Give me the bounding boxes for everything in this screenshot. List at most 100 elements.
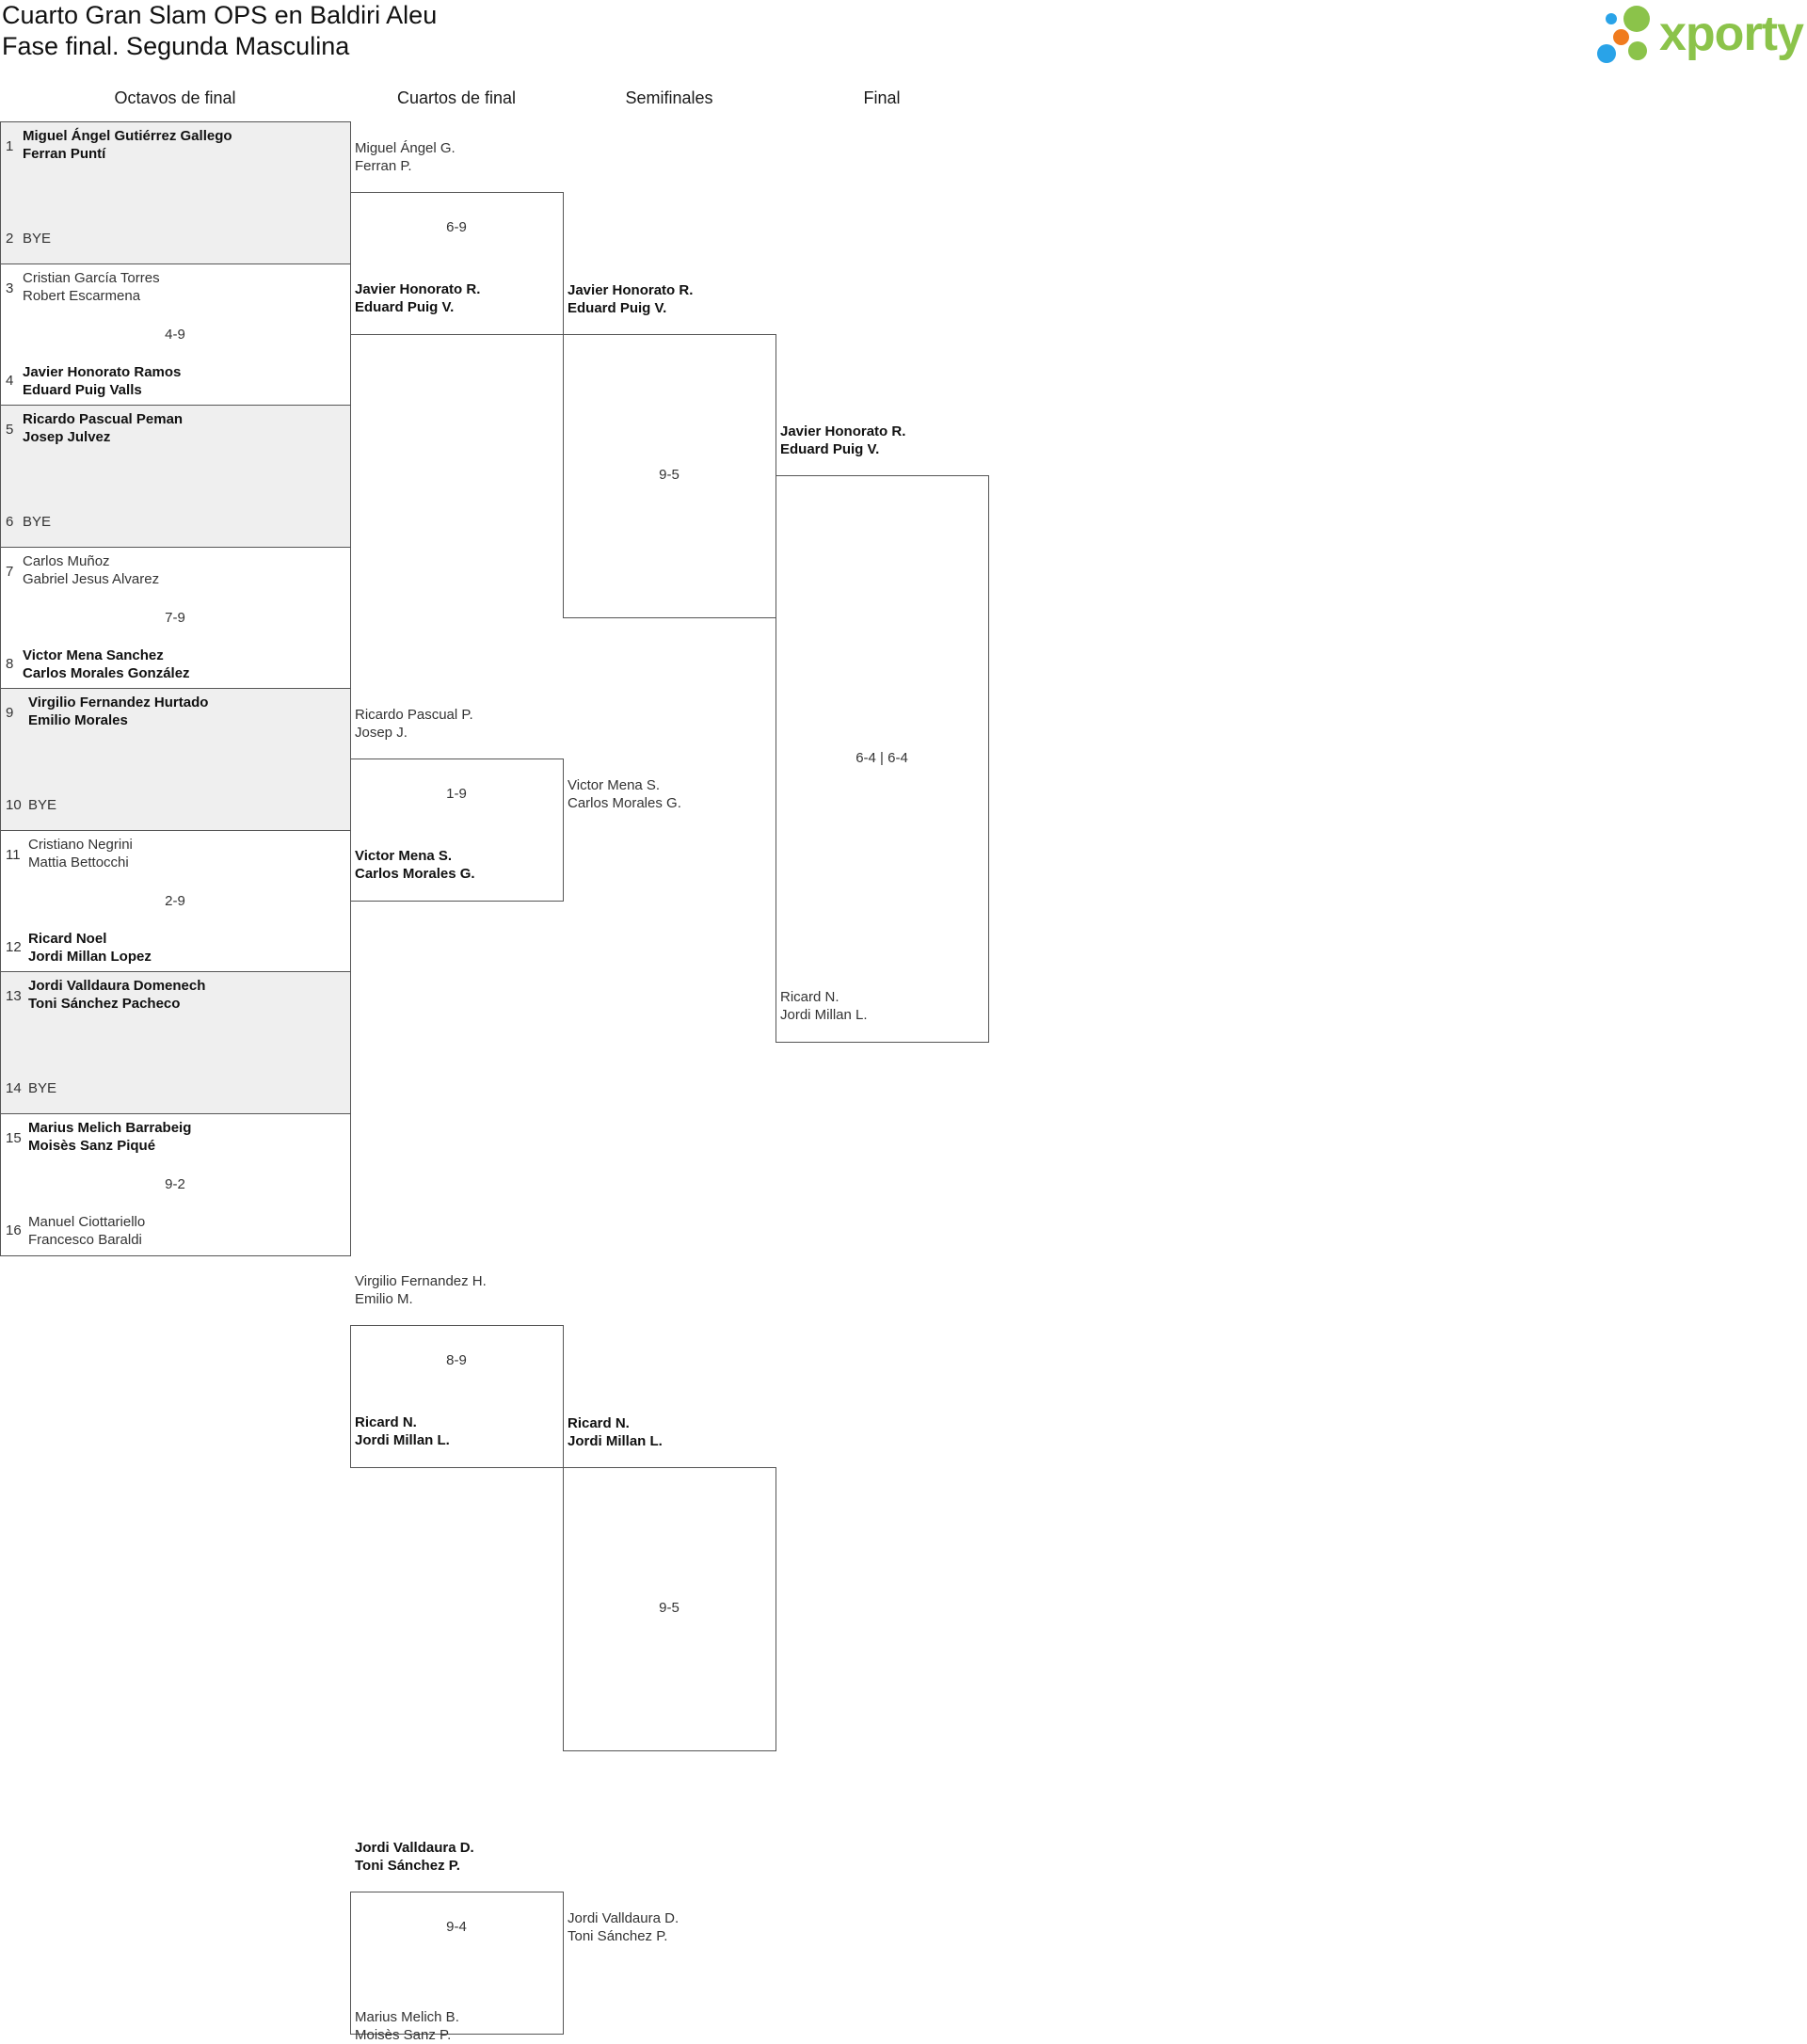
team-player: Victor Mena S. [568, 777, 661, 793]
team-player: Ricardo Pascual Peman [23, 411, 184, 427]
team-player: Toni Sánchez P. [568, 1928, 668, 1944]
team-player: Emilio M. [355, 1291, 413, 1307]
seed-number: 2 [6, 231, 14, 247]
seed-number: 1 [6, 138, 14, 154]
bye-label: BYE [23, 514, 52, 530]
team-player: Carlos Muñoz [23, 553, 110, 569]
seed-number: 6 [6, 514, 14, 530]
team-player: Cristian García Torres [23, 270, 160, 286]
team-player: Gabriel Jesus Alvarez [23, 571, 160, 587]
match-score: 9-5 [659, 467, 680, 483]
team-player: Jordi Millan L. [355, 1432, 450, 1448]
seed-number: 7 [6, 564, 14, 580]
round-header-octavos: Octavos de final [114, 88, 236, 107]
team-player: Mattia Bettocchi [28, 854, 129, 870]
team-player: Toni Sánchez Pacheco [28, 996, 181, 1012]
round-header-final: Final [863, 88, 901, 107]
team-player: Manuel Ciottariello [28, 1214, 146, 1230]
team-player: Miguel Ángel G. [355, 140, 456, 156]
match-box [0, 971, 351, 1114]
team-player: Emilio Morales [28, 712, 128, 728]
team-player: Ferran P. [355, 158, 412, 174]
team-player: Jordi Valldaura Domenech [28, 978, 206, 994]
match-score: 1-9 [446, 786, 467, 802]
team-player: Ricard N. [568, 1415, 630, 1431]
team-player: Ricard Noel [28, 931, 107, 947]
team-player: Ferran Puntí [23, 146, 106, 162]
team-player: Josep J. [355, 725, 408, 741]
team-player: Jordi Millan L. [780, 1007, 868, 1023]
seed-number: 10 [6, 797, 22, 813]
bye-label: BYE [23, 231, 52, 247]
match-box [0, 121, 351, 264]
team-player: Jordi Valldaura D. [568, 1910, 680, 1926]
match-box [776, 475, 989, 1043]
team-player: Eduard Puig V. [780, 441, 880, 457]
team-player: Robert Escarmena [23, 288, 141, 304]
team-player: Javier Honorato R. [568, 282, 694, 298]
team-player: Eduard Puig V. [355, 299, 455, 315]
seed-number: 16 [6, 1222, 22, 1238]
bye-label: BYE [28, 797, 57, 813]
team-player: Victor Mena Sanchez [23, 647, 164, 663]
logo-dot-icon [1628, 41, 1647, 60]
team-player: Cristiano Negrini [28, 837, 133, 853]
team-player: Miguel Ángel Gutiérrez Gallego [23, 128, 232, 144]
seed-number: 13 [6, 988, 22, 1004]
match-score: 9-4 [446, 1919, 467, 1935]
team-player: Virgilio Fernandez Hurtado [28, 695, 209, 711]
team-player: Marius Melich B. [355, 2009, 459, 2025]
team-player: Toni Sánchez P. [355, 1858, 460, 1874]
round-header-semifinales: Semifinales [625, 88, 713, 107]
seed-number: 5 [6, 422, 14, 438]
match-score: 4-9 [165, 327, 185, 343]
match-score: 7-9 [165, 610, 185, 626]
team-player: Ricardo Pascual P. [355, 707, 473, 723]
seed-number: 12 [6, 939, 22, 955]
xporty-logo: xporty [1595, 4, 1807, 64]
match-score: 2-9 [165, 893, 185, 909]
seed-number: 8 [6, 656, 14, 672]
team-player: Ricard N. [780, 989, 840, 1005]
match-box [350, 192, 564, 335]
team-player: Josep Julvez [23, 429, 111, 445]
logo-dot-icon [1623, 6, 1650, 32]
team-player: Carlos Morales G. [568, 795, 681, 811]
seed-number: 4 [6, 373, 14, 389]
team-player: Jordi Valldaura D. [355, 1840, 474, 1856]
team-player: Javier Honorato Ramos [23, 364, 182, 380]
match-score: 6-9 [446, 219, 467, 235]
logo-dot-icon [1613, 29, 1629, 45]
bye-label: BYE [28, 1080, 57, 1096]
team-player: Eduard Puig V. [568, 300, 667, 316]
page-subtitle: Fase final. Segunda Masculina [2, 32, 350, 60]
page-title: Cuarto Gran Slam OPS en Baldiri Aleu [2, 1, 438, 29]
match-score: 9-5 [659, 1600, 680, 1616]
match-box [0, 1113, 351, 1256]
team-player: Javier Honorato R. [355, 281, 481, 297]
seed-number: 3 [6, 280, 14, 296]
team-player: Jordi Millan Lopez [28, 949, 152, 965]
team-player: Francesco Baraldi [28, 1232, 142, 1248]
team-player: Marius Melich Barrabeig [28, 1120, 192, 1136]
round-header-cuartos: Cuartos de final [396, 88, 517, 107]
logo-dot-icon [1597, 44, 1616, 63]
match-box [350, 759, 564, 902]
team-player: Carlos Morales G. [355, 866, 475, 882]
team-player: Ricard N. [355, 1414, 417, 1430]
team-player: Eduard Puig Valls [23, 382, 142, 398]
match-score: 8-9 [446, 1352, 467, 1368]
team-player: Javier Honorato R. [780, 423, 906, 439]
logo-dot-icon [1606, 13, 1617, 24]
team-player: Victor Mena S. [355, 848, 453, 864]
logo-text: xporty [1659, 7, 1804, 61]
seed-number: 14 [6, 1080, 22, 1096]
match-score: 9-2 [165, 1176, 185, 1192]
seed-number: 15 [6, 1130, 22, 1146]
final-score: 6-4 | 6-4 [856, 750, 908, 766]
team-player: Virgilio Fernandez H. [355, 1273, 487, 1289]
team-player: Carlos Morales González [23, 665, 190, 681]
team-player: Moisès Sanz Piqué [28, 1138, 156, 1154]
seed-number: 11 [6, 847, 21, 863]
seed-number: 9 [6, 705, 14, 721]
